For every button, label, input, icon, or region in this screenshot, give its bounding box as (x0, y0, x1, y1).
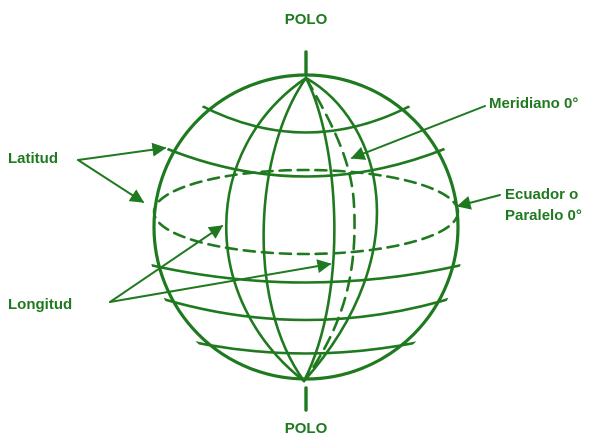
latitude-arrow-lower (78, 160, 143, 202)
meridian-line (264, 78, 306, 381)
parallels (150, 105, 462, 354)
parallel-line (165, 148, 447, 177)
latitude-label: Latitud (8, 150, 58, 168)
north-pole-label: POLO (266, 11, 346, 29)
prime-meridian-line (304, 78, 355, 381)
equator-label: Ecuador o Paralelo 0° (505, 184, 582, 226)
meridian-arrow (352, 106, 485, 158)
meridian-label: Meridiano 0° (489, 95, 578, 113)
equator-arrow (458, 195, 500, 206)
parallel-line (150, 295, 462, 320)
sphere-outline (154, 75, 458, 379)
equator-label-line1: Ecuador o (505, 184, 582, 205)
parallel-line (200, 105, 412, 133)
parallel-line (162, 335, 450, 354)
longitude-label: Longitud (8, 296, 72, 314)
meridian-line (226, 78, 306, 381)
latitude-arrow-upper (78, 148, 165, 160)
south-pole-label: POLO (266, 420, 346, 438)
equator-label-line2: Paralelo 0° (505, 205, 582, 226)
longitude-arrow-upper (110, 226, 222, 302)
